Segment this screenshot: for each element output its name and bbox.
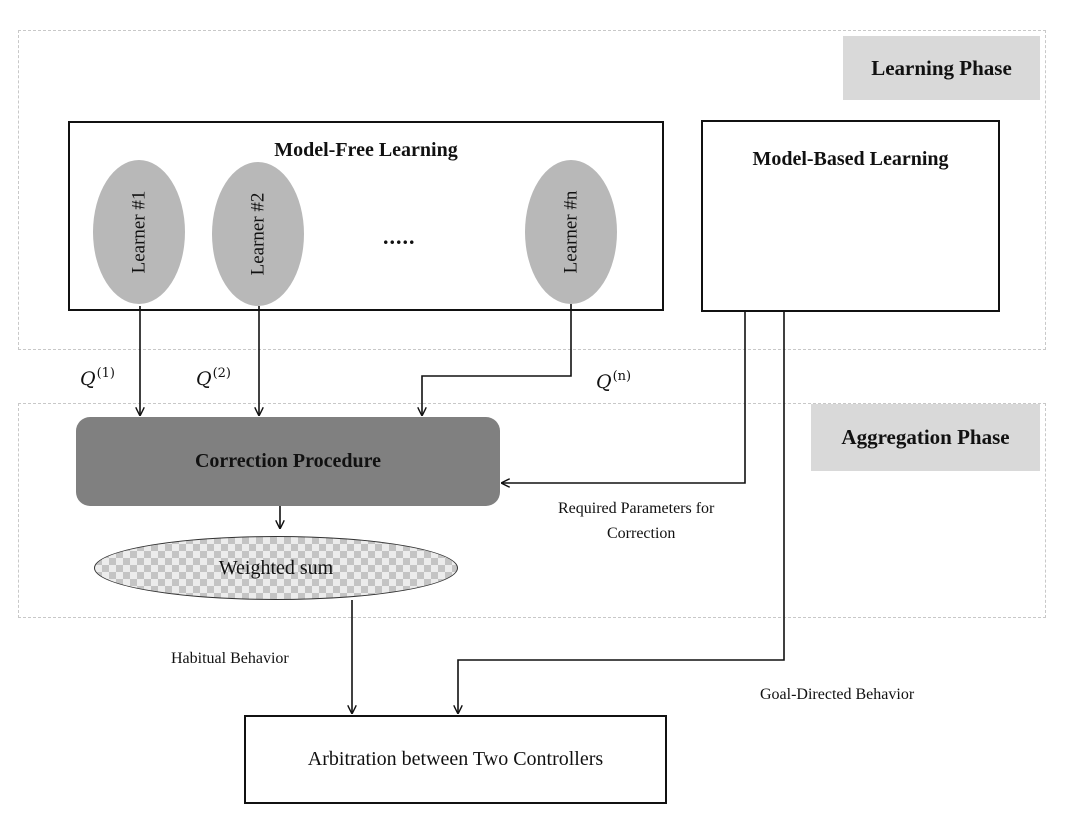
required-parameters-label-line2: Correction — [607, 525, 676, 542]
learner-1-node: Learner #1 — [93, 160, 185, 304]
model-based-learning-box: Model-Based Learning — [701, 120, 1000, 312]
learner-2-node: Learner #2 — [212, 162, 304, 306]
weighted-sum-label: Weighted sum — [218, 556, 334, 579]
learners-ellipsis: ..... — [383, 224, 416, 249]
model-free-learning-title: Model-Free Learning — [274, 139, 458, 161]
arbitration-label: Arbitration between Two Controllers — [307, 748, 604, 770]
arrow-learnern-to-correction — [422, 304, 572, 415]
habitual-behavior-label: Habitual Behavior — [171, 650, 289, 667]
arrow-modelbased-to-arbitration — [458, 312, 785, 713]
weighted-sum-node: Weighted sum — [94, 536, 458, 600]
learning-phase-region — [18, 30, 1046, 350]
q2-label: Q(2) — [196, 366, 231, 390]
learner-n-node: Learner #n — [525, 160, 617, 304]
qn-label: Q(n) — [596, 369, 632, 393]
aggregation-phase-region — [18, 403, 1046, 618]
required-parameters-label-line1: Required Parameters for — [558, 500, 715, 517]
goal-directed-behavior-label: Goal-Directed Behavior — [760, 686, 915, 703]
learning-phase-label: Learning Phase — [843, 36, 1040, 100]
correction-procedure-box: Correction Procedure — [76, 417, 500, 506]
arrow-modelbased-to-correction — [502, 312, 746, 483]
q1-label: Q(1) — [80, 366, 115, 390]
model-based-learning-title: Model-Based Learning — [752, 148, 949, 170]
aggregation-phase-label: Aggregation Phase — [811, 404, 1040, 471]
arbitration-box: Arbitration between Two Controllers — [244, 715, 667, 804]
